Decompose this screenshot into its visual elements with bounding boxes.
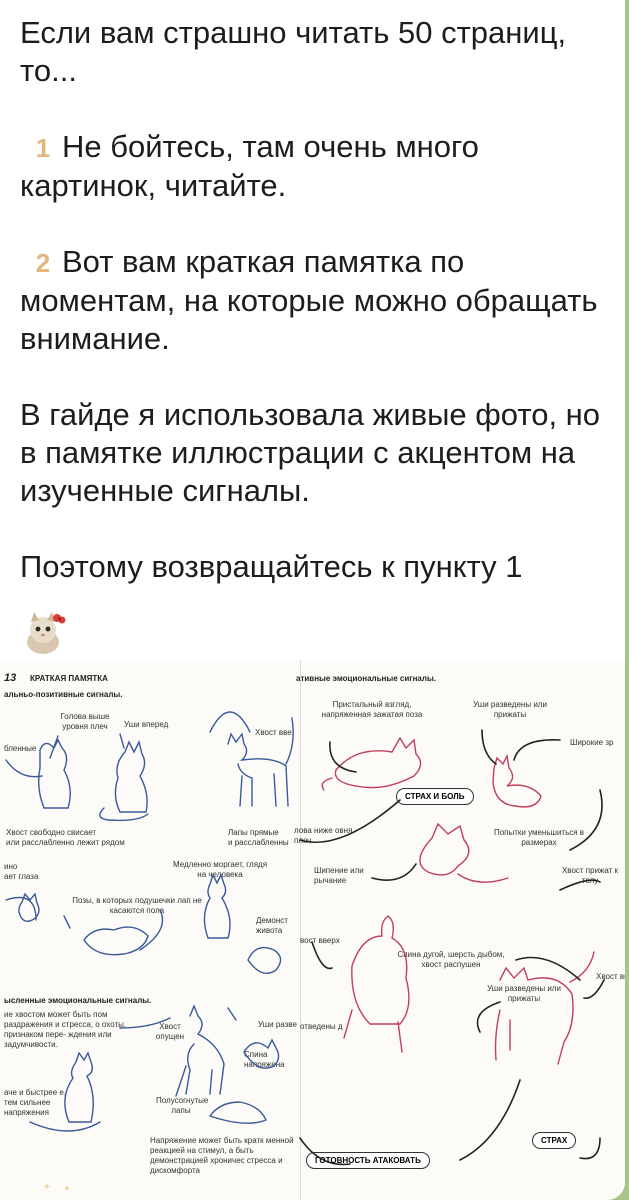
label-tail-down-right: Хвост вн — [596, 972, 625, 981]
label-ears-spread: Уши разве — [258, 1020, 297, 1029]
negative-signals-title: ативные эмоциональные сигналы. — [296, 674, 437, 683]
number-two-emoji: 2 — [35, 248, 51, 278]
label-ino: ино — [4, 862, 18, 871]
label-ears-forward: Уши вперед — [124, 720, 169, 729]
label-wide-pupils: Широкие зр — [570, 738, 614, 747]
kitten-sticker-icon — [27, 612, 66, 654]
label-ears-back: отведены д — [300, 1022, 343, 1031]
label-paws-straight: Лапы прямые — [228, 828, 279, 837]
message-line-5: Поэтому возвращайтесь к пункту 1 — [20, 549, 523, 584]
label-ears-flat: Уши разведены или прижаты — [473, 700, 547, 719]
label-tail-down: Хвост опущен — [155, 1022, 185, 1041]
label-tail-movement: ие хвостом может быть пом раздражения и … — [4, 1010, 127, 1049]
label-arched-back: Спина дугой, шерсть дыбом, хвост распуше… — [397, 950, 505, 969]
label-stare: Пристальный взгляд, напряженная зажатая … — [321, 700, 423, 719]
label-back-tense: Спина напряжена — [244, 1050, 285, 1069]
label-tail-hangs: Хвост свободно свисает — [6, 828, 97, 837]
cat-illustrations: ++ — [5, 711, 605, 1195]
label-belly: Демонст живота — [256, 916, 288, 935]
number-one-emoji: 1 — [35, 133, 51, 163]
fear-badge: СТРАХ — [532, 1132, 577, 1149]
mixed-signals-title: ысленные эмоциональные сигналы. — [4, 996, 152, 1005]
attached-guide-image[interactable]: 13 КРАТКАЯ ПАМЯТКА альньо-позитивные сиг… — [0, 660, 625, 1200]
label-paw-pads: Позы, в которых подушечки лап не касаютс… — [72, 896, 202, 915]
page-number: 13 — [4, 672, 17, 684]
label-tail-lies: или расслабленно лежит рядом — [6, 838, 125, 847]
label-hiss: Шипение или рычание — [314, 866, 364, 885]
label-half-bent: Полусогнутые лапы — [156, 1096, 209, 1115]
label-head-above: Голова выше уровня плеч — [60, 712, 110, 731]
message-text: Если вам страшно читать 50 страниц, то..… — [20, 14, 610, 586]
label-relaxed: бленные — [4, 744, 37, 753]
label-ears-flat-2: Уши разведены или прижаты — [487, 984, 561, 1003]
message-line-1: Если вам страшно читать 50 страниц, то..… — [20, 15, 567, 88]
label-paws-relaxed: и расслабленны — [228, 838, 289, 847]
label-tail-up: Хвост вве — [255, 728, 292, 737]
svg-text:+: + — [44, 1182, 50, 1193]
positive-signals-title: альньо-позитивные сигналы. — [4, 690, 123, 699]
memo-title: КРАТКАЯ ПАМЯТКА — [30, 674, 108, 683]
label-tension-note: Напряжение может быть кратк менной реакц… — [150, 1136, 294, 1175]
label-eyes: ает глаза — [4, 872, 39, 881]
label-tail-up-right: вост вверх — [300, 936, 340, 945]
label-shrink: Попытки уменьшиться в размерах — [493, 828, 585, 847]
fear-pain-badge: СТРАХ И БОЛЬ — [396, 788, 474, 805]
svg-text:+: + — [64, 1184, 70, 1195]
label-faster: аче и быстрее е, тем сильнее напряжения — [4, 1088, 67, 1117]
label-slow-blink: Медленно моргает, глядя на человека — [172, 860, 268, 879]
message-line-4: В гайде я использовала живые фото, но в … — [20, 397, 601, 508]
